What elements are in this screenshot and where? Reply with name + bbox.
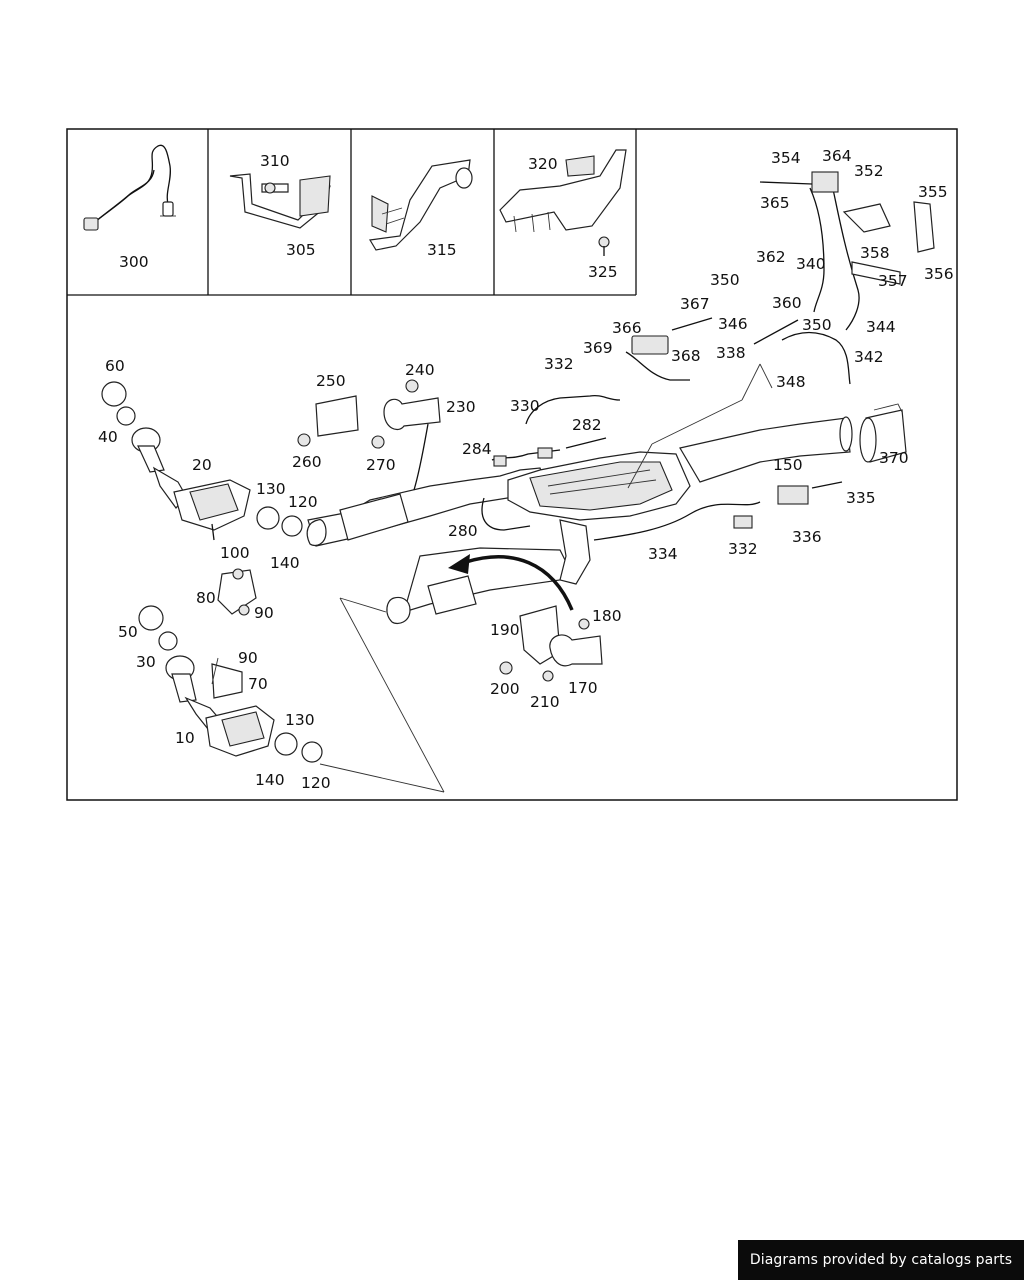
direction-arrow xyxy=(448,554,574,611)
callout-70: 70 xyxy=(248,675,268,693)
callout-90-bottom: 90 xyxy=(238,649,258,667)
callout-130-top: 130 xyxy=(256,480,286,498)
callout-350-top: 350 xyxy=(710,271,740,289)
callout-120-bottom: 120 xyxy=(301,774,331,792)
callout-310: 310 xyxy=(260,152,290,170)
callout-346: 346 xyxy=(718,315,748,333)
callout-320: 320 xyxy=(528,155,558,173)
callout-20: 20 xyxy=(192,456,212,474)
catalytic-converter-20[interactable] xyxy=(131,427,251,541)
callout-365: 365 xyxy=(760,194,790,212)
callout-250: 250 xyxy=(316,372,346,390)
callout-40: 40 xyxy=(98,428,118,446)
leader-lines xyxy=(319,363,773,793)
callout-360: 360 xyxy=(772,294,802,312)
callout-130-bottom: 130 xyxy=(285,711,315,729)
callout-335: 335 xyxy=(846,489,876,507)
clamp-370[interactable] xyxy=(859,403,907,463)
callout-325: 325 xyxy=(588,263,618,281)
callout-150: 150 xyxy=(773,456,803,474)
callout-100: 100 xyxy=(220,544,250,562)
callout-355: 355 xyxy=(918,183,948,201)
callout-344: 344 xyxy=(866,318,896,336)
callout-305: 305 xyxy=(286,241,316,259)
callout-80: 80 xyxy=(196,589,216,607)
callout-315: 315 xyxy=(427,241,457,259)
callout-366: 366 xyxy=(612,319,642,337)
callout-50: 50 xyxy=(118,623,138,641)
callout-364: 364 xyxy=(822,147,852,165)
callout-170: 170 xyxy=(568,679,598,697)
callout-356: 356 xyxy=(924,265,954,283)
callout-332-bottom: 332 xyxy=(728,540,758,558)
callout-10: 10 xyxy=(175,729,195,747)
hanger-bracket-315[interactable] xyxy=(369,159,473,251)
callout-210: 210 xyxy=(530,693,560,711)
callout-357: 357 xyxy=(878,272,908,290)
callout-280: 280 xyxy=(448,522,478,540)
callout-369: 369 xyxy=(583,339,613,357)
callout-367: 367 xyxy=(680,295,710,313)
callout-282: 282 xyxy=(572,416,602,434)
brackets-and-hangers xyxy=(211,379,603,699)
part-callouts: 300 310 305 315 320 325 354 364 352 365 … xyxy=(98,147,954,792)
callout-284: 284 xyxy=(462,440,492,458)
callout-368: 368 xyxy=(671,347,701,365)
callout-270: 270 xyxy=(366,456,396,474)
callout-348: 348 xyxy=(776,373,806,391)
callout-200: 200 xyxy=(490,680,520,698)
callout-354: 354 xyxy=(771,149,801,167)
callout-30: 30 xyxy=(136,653,156,671)
callout-180: 180 xyxy=(592,607,622,625)
callout-90-top: 90 xyxy=(254,604,274,622)
callout-358: 358 xyxy=(860,244,890,262)
callout-350-mid: 350 xyxy=(802,316,832,334)
callout-336: 336 xyxy=(792,528,822,546)
exhaust-pipe-assembly-280[interactable] xyxy=(306,416,853,625)
clamps-and-gaskets xyxy=(101,381,323,763)
callout-240: 240 xyxy=(405,361,435,379)
sensors-and-wiring xyxy=(481,171,935,541)
callout-330: 330 xyxy=(510,397,540,415)
callout-260: 260 xyxy=(292,453,322,471)
diagram-frame xyxy=(66,128,958,801)
callout-140-top: 140 xyxy=(270,554,300,572)
callout-190: 190 xyxy=(490,621,520,639)
callout-340: 340 xyxy=(796,255,826,273)
callout-230: 230 xyxy=(446,398,476,416)
callout-334: 334 xyxy=(648,545,678,563)
bracket-305[interactable] xyxy=(229,173,331,229)
callout-338: 338 xyxy=(716,344,746,362)
catalytic-converter-10[interactable] xyxy=(165,655,275,757)
callout-120-top: 120 xyxy=(288,493,318,511)
callout-362: 362 xyxy=(756,248,786,266)
callout-352: 352 xyxy=(854,162,884,180)
bracket-320[interactable] xyxy=(499,149,627,256)
callout-370: 370 xyxy=(879,449,909,467)
callout-332-top: 332 xyxy=(544,355,574,373)
credit-text: Diagrams provided by catalogs parts xyxy=(749,1252,1013,1268)
callout-140-bottom: 140 xyxy=(255,771,285,789)
callout-342: 342 xyxy=(854,348,884,366)
oxygen-sensor-300[interactable] xyxy=(83,144,176,231)
callout-300: 300 xyxy=(119,253,149,271)
callout-60: 60 xyxy=(105,357,125,375)
credit-badge: Diagrams provided by catalogs parts xyxy=(738,1240,1024,1280)
